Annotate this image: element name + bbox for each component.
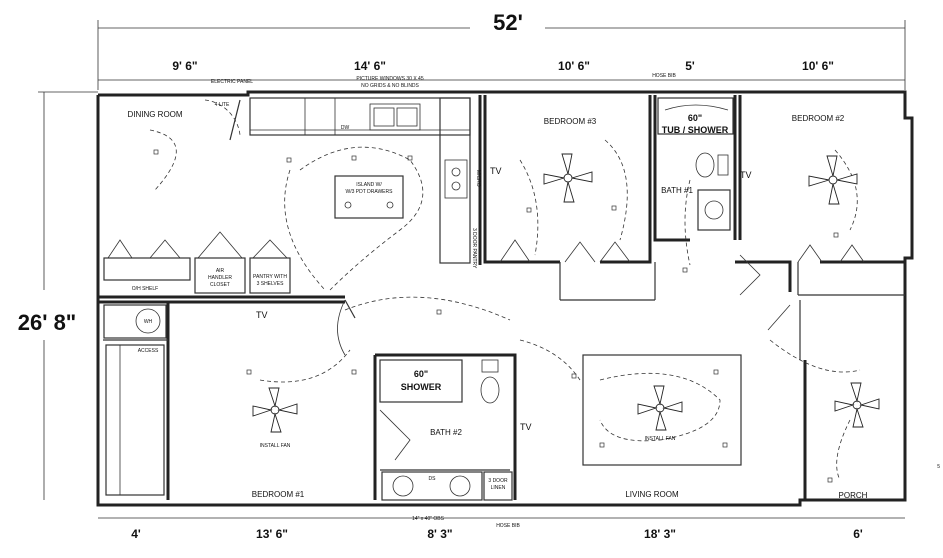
pantry-3door-label: 3 DOOR PANTRY	[471, 228, 477, 269]
water-heater: WH	[103, 304, 167, 339]
hose-bib-bottom-label: HOSE BIB	[496, 523, 520, 529]
ceiling-fan-icon	[252, 387, 298, 433]
bath1-fixtures: 60" TUB / SHOWER	[657, 97, 734, 231]
top-dimensions: 9' 6" 14' 6" 10' 6" 5' 10' 6"	[98, 59, 905, 81]
top-dim-2: 14' 6"	[354, 59, 386, 73]
bottom-dim-2: 13' 6"	[256, 527, 288, 541]
room-bath-2: BATH #2	[430, 428, 462, 437]
room-living: LIVING ROOM	[625, 490, 679, 499]
bath2-fixtures: 60" SHOWER DS 3 DOOR LINEN 14" x 40" OBS…	[379, 359, 520, 529]
top-dim-4: 5'	[685, 59, 695, 73]
dining-door	[204, 99, 241, 141]
tv-label: TV	[256, 310, 268, 320]
room-dining: DINING ROOM	[127, 110, 182, 119]
hose-bib-top-note: HOSE BIB	[652, 73, 676, 79]
ceiling-fan-icon	[543, 153, 593, 203]
tv-label: TV	[520, 422, 532, 432]
micro-label: MICRO	[475, 170, 481, 187]
obs-label: 14" x 40" OBS	[412, 516, 445, 522]
closet-row: O/H SHELF AIR HANDLER CLOSET PANTRY WITH…	[103, 231, 291, 294]
oh-shelf-label: O/H SHELF	[132, 286, 158, 292]
linen-label-2: LINEN	[491, 485, 506, 491]
island-label-2: W/3 PDT DRAWERS	[346, 189, 394, 195]
overall-depth-dimension: 26' 8"	[18, 91, 98, 500]
overall-width-dimension: 52'	[97, 10, 906, 90]
tub-shower-label: TUB / SHOWER	[662, 125, 729, 135]
top-dim-3: 10' 6"	[558, 59, 590, 73]
outlet-markers	[153, 149, 839, 483]
overall-width-label: 52'	[493, 10, 523, 35]
room-bedroom-1: BEDROOM #1	[252, 490, 305, 499]
door-swings	[337, 254, 791, 461]
tv-label: TV	[490, 166, 502, 176]
picture-windows-note-2: NO GRIDS & NO BLINDS	[361, 83, 419, 89]
room-bedroom-3: BEDROOM #3	[544, 117, 597, 126]
exterior-walls	[96, 90, 914, 507]
lite-note: 4 LITE	[215, 102, 230, 108]
ds-label: DS	[429, 476, 437, 482]
air-handler-label-3: CLOSET	[210, 282, 230, 288]
pantry-label-2: 3 SHELVES	[257, 281, 285, 287]
room-bath-1: BATH #1	[661, 186, 693, 195]
tub-size-label: 60"	[688, 113, 702, 123]
linen-label-1: 3 DOOR	[488, 478, 508, 484]
bottom-dim-1: 4'	[131, 527, 141, 541]
air-handler-label-1: AIR	[216, 268, 225, 274]
living-area-rug	[582, 354, 742, 466]
ceiling-fan-icon	[808, 155, 858, 205]
electrical-wiring	[149, 129, 861, 481]
overall-depth-label: 26' 8"	[18, 310, 76, 335]
shower-label: SHOWER	[401, 382, 442, 392]
top-dim-1: 9' 6"	[172, 59, 197, 73]
picture-windows-note-1: PICTURE WINDOWS 30 X 45	[356, 76, 423, 82]
bottom-dimensions: 4' 13' 6" 8' 3" 18' 3" 6'	[98, 517, 905, 541]
electric-panel-note: ELECTRIC PANEL	[211, 79, 253, 85]
pantry-label-1: PANTRY WITH	[253, 274, 287, 280]
tv-label: TV	[740, 170, 752, 180]
ceiling-fan-icon	[637, 385, 683, 431]
install-fan-label-1: INSTALL FAN	[260, 443, 291, 449]
interior-walls	[98, 95, 905, 500]
kitchen-cabinets: DW MICRO 3 DOOR PANTRY	[249, 97, 481, 269]
corner-mark: 5	[937, 464, 940, 470]
shower-size-label: 60"	[414, 369, 428, 379]
top-dim-5: 10' 6"	[802, 59, 834, 73]
island-label-1: ISLAND W/	[356, 182, 382, 188]
bedroom-closets	[499, 239, 865, 263]
kitchen-island: ISLAND W/ W/3 PDT DRAWERS	[334, 175, 404, 219]
bottom-dim-4: 18' 3"	[644, 527, 676, 541]
install-fan-label-2: INSTALL FAN	[645, 436, 676, 442]
dishwasher-label: DW	[341, 125, 350, 131]
bottom-dim-5: 6'	[853, 527, 863, 541]
wh-label: WH	[144, 319, 153, 325]
access-label: ACCESS	[138, 348, 159, 354]
room-bedroom-2: BEDROOM #2	[792, 114, 845, 123]
room-porch: PORCH	[839, 491, 868, 500]
ceiling-fan-icon	[834, 382, 880, 428]
air-handler-label-2: HANDLER	[208, 275, 232, 281]
access-panel: ACCESS	[105, 344, 165, 496]
bottom-dim-3: 8' 3"	[427, 527, 452, 541]
